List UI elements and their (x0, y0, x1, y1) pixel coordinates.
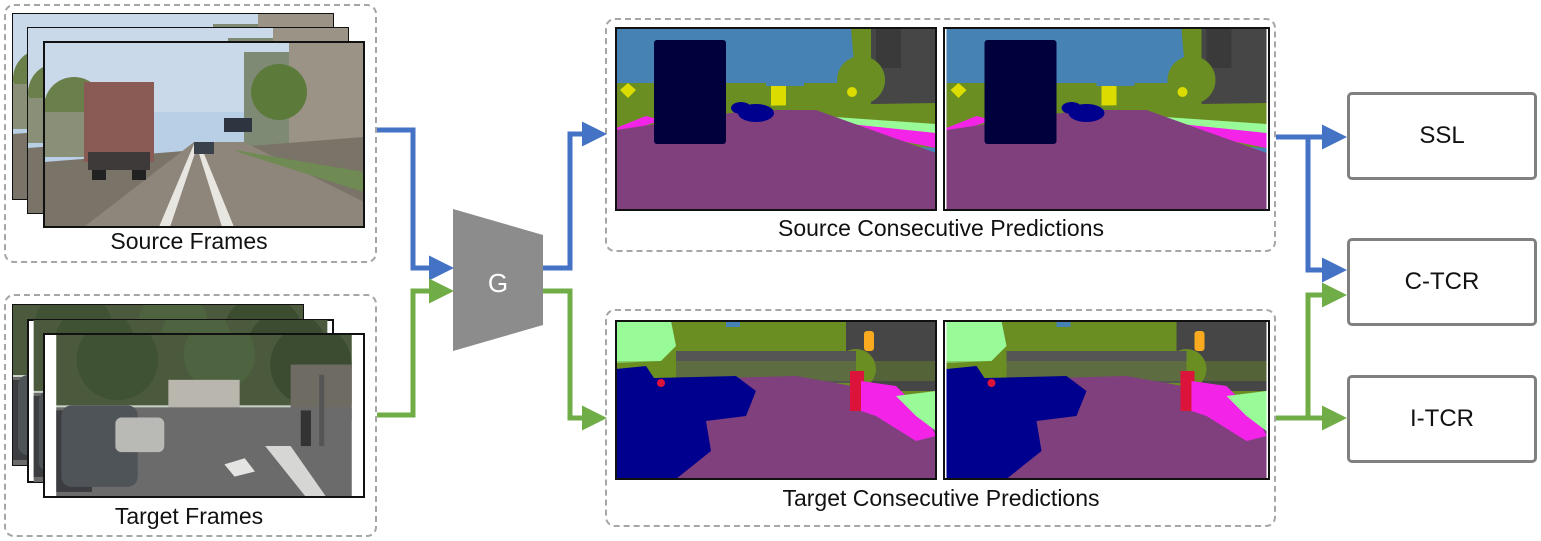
generator-to-source-predictions-arrow (543, 121, 607, 271)
generator-label: G (487, 268, 509, 298)
source-frames-caption: Source Frames (110, 228, 268, 254)
ctcr-box: C-TCR (1347, 238, 1537, 326)
target-frames-caption: Target Frames (114, 503, 264, 529)
source-frames-group (4, 4, 377, 263)
target-frames-stack (12, 304, 365, 498)
source-prediction-2 (943, 27, 1270, 211)
target-predictions-caption: Target Consecutive Predictions (782, 485, 1100, 511)
target-prediction-1 (615, 320, 937, 480)
itcr-box: I-TCR (1347, 375, 1537, 463)
source-prediction-1 (615, 27, 937, 211)
ssl-box: SSL (1347, 92, 1537, 180)
source-to-generator-arrow (377, 127, 454, 281)
target-predictions-to-ctcr-arrow (1305, 282, 1347, 418)
source-frames-stack (12, 13, 365, 228)
target-to-generator-arrow (377, 278, 454, 418)
generator-block (453, 209, 543, 351)
target-frames-group (4, 294, 377, 537)
source-predictions-to-ctcr-arrow (1305, 137, 1347, 283)
source-predictions-caption: Source Consecutive Predictions (778, 215, 1104, 241)
generator-to-target-predictions-arrow (543, 288, 607, 431)
target-prediction-2 (943, 320, 1270, 480)
